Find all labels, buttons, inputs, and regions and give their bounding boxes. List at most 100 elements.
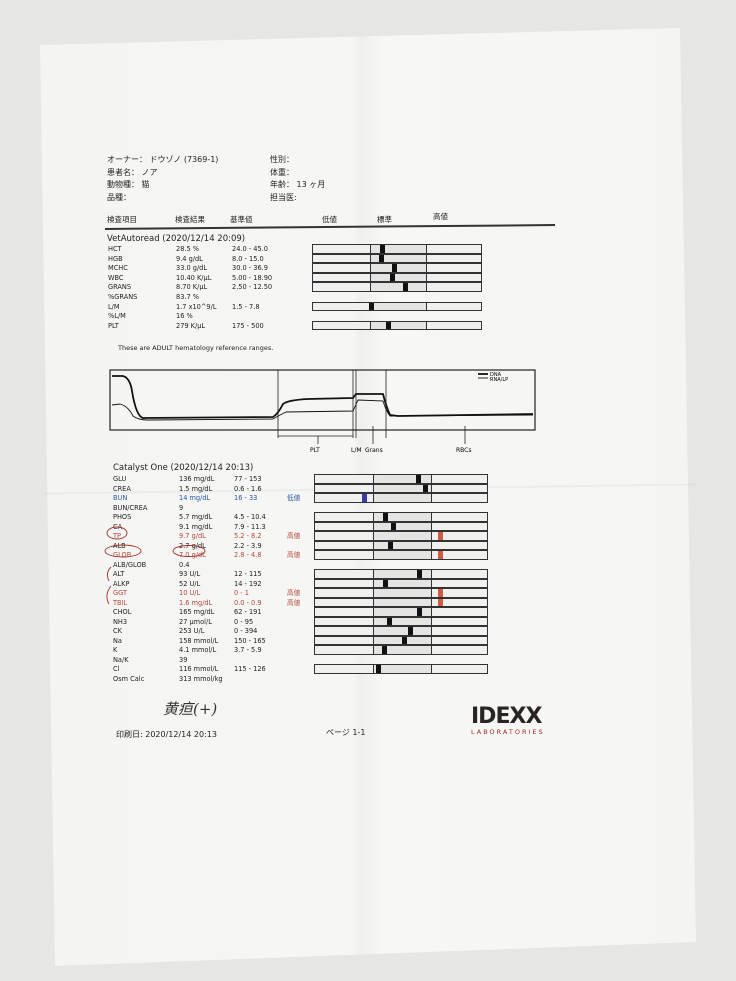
- patient-name-value: ノア: [141, 167, 158, 177]
- test-result: 279 K/µL: [176, 321, 206, 330]
- test-result: 83.7 %: [176, 293, 200, 301]
- reference-range: 0.0 - 0.9: [234, 598, 262, 607]
- range-bar: [312, 253, 482, 264]
- range-bar: [314, 531, 488, 541]
- label-rbcs: RBCs: [456, 447, 472, 454]
- range-bar: [314, 635, 488, 645]
- test-result: 253 U/L: [179, 627, 205, 635]
- age-label: 年齢：: [270, 180, 294, 189]
- owner-value: ドウゾノ (7369-1): [149, 155, 219, 164]
- test-result: 52 U/L: [179, 579, 201, 588]
- test-name: CREA: [113, 484, 131, 493]
- range-bar: [314, 607, 488, 617]
- range-bar: [314, 588, 488, 598]
- range-bar: [314, 569, 488, 579]
- label-lm: L/M: [351, 447, 362, 454]
- test-result: 313 mmol/kg: [179, 674, 223, 683]
- value-marker: [438, 532, 444, 540]
- reference-range: 12 - 115: [234, 570, 262, 578]
- value-marker: [376, 665, 382, 673]
- value-marker: [369, 302, 375, 311]
- test-result: 165 mg/dL: [179, 608, 215, 616]
- test-name: PHOS: [113, 513, 132, 521]
- reference-range: 115 - 126: [234, 665, 266, 673]
- value-marker: [389, 273, 395, 282]
- col-result: 検査結果: [175, 215, 205, 224]
- test-name: Na/K: [113, 655, 129, 664]
- range-bar: [314, 483, 488, 493]
- doctor-label: 担当医:: [270, 192, 297, 202]
- flag-label: 高値: [287, 589, 301, 597]
- label-plt: PLT: [310, 447, 320, 454]
- value-marker: [423, 484, 429, 492]
- dna-curve: [112, 375, 534, 419]
- range-bar: [314, 550, 488, 560]
- hematology-note: These are ADULT hematology reference ran…: [118, 344, 274, 352]
- value-marker: [379, 245, 385, 253]
- print-date: 印刷日: 2020/12/14 20:13: [116, 729, 217, 740]
- value-marker: [387, 617, 393, 625]
- test-result: 4.1 mmol/L: [179, 646, 217, 654]
- reference-range: 5.00 - 18.90: [232, 273, 273, 282]
- test-result: 10.40 K/µL: [176, 273, 212, 282]
- test-name: GGT: [113, 589, 128, 597]
- logo-subtitle: LABORATORIES: [471, 728, 545, 736]
- age-value: 13 ヶ月: [296, 180, 326, 189]
- range-bar: [314, 512, 488, 522]
- test-name: WBC: [108, 273, 124, 282]
- value-marker: [383, 579, 389, 587]
- col-low: 低値: [322, 215, 337, 224]
- value-marker: [381, 646, 387, 654]
- test-result: 9.4 g/dL: [176, 254, 203, 263]
- test-name: CA: [113, 522, 123, 531]
- value-marker: [382, 513, 388, 521]
- col-high: 高値: [433, 212, 448, 221]
- test-result: 16 %: [176, 312, 193, 321]
- table-row: WBC 10.40 K/µL 5.00 - 18.90: [108, 274, 308, 284]
- test-result: 136 mg/dL: [179, 475, 215, 483]
- range-bar: [314, 521, 488, 531]
- test-result: 33.0 g/dL: [176, 264, 208, 273]
- patient-name-label: 患者名：: [107, 167, 139, 177]
- reference-range: 14 - 192: [234, 579, 262, 588]
- col-item: 検査項目: [107, 215, 137, 224]
- reference-range: 24.0 - 45.0: [232, 245, 268, 253]
- test-name: CK: [113, 627, 122, 635]
- test-result: 93 U/L: [179, 570, 201, 578]
- test-name: GRANS: [108, 283, 132, 292]
- range-bar: [314, 616, 488, 626]
- range-bar: [312, 320, 482, 331]
- reference-range: 1.5 - 7.8: [232, 302, 260, 311]
- test-name: Cl: [113, 665, 120, 673]
- test-result: 7.0 g/dL: [179, 551, 206, 559]
- reference-range: 0 - 1: [234, 589, 249, 597]
- value-marker: [385, 321, 391, 330]
- chemistry-title: Catalyst One (2020/12/14 20:13): [113, 463, 254, 473]
- range-bar: [312, 263, 482, 273]
- value-marker: [379, 254, 384, 263]
- test-result: 27 µmol/L: [179, 617, 212, 626]
- flag-label: 低値: [287, 494, 301, 502]
- pen-circle-glob: [104, 544, 142, 558]
- legend-dna: DNA: [490, 372, 502, 378]
- weight-label: 体重：: [270, 167, 294, 177]
- label-grans: Grans: [365, 447, 383, 454]
- range-bar: [314, 645, 488, 655]
